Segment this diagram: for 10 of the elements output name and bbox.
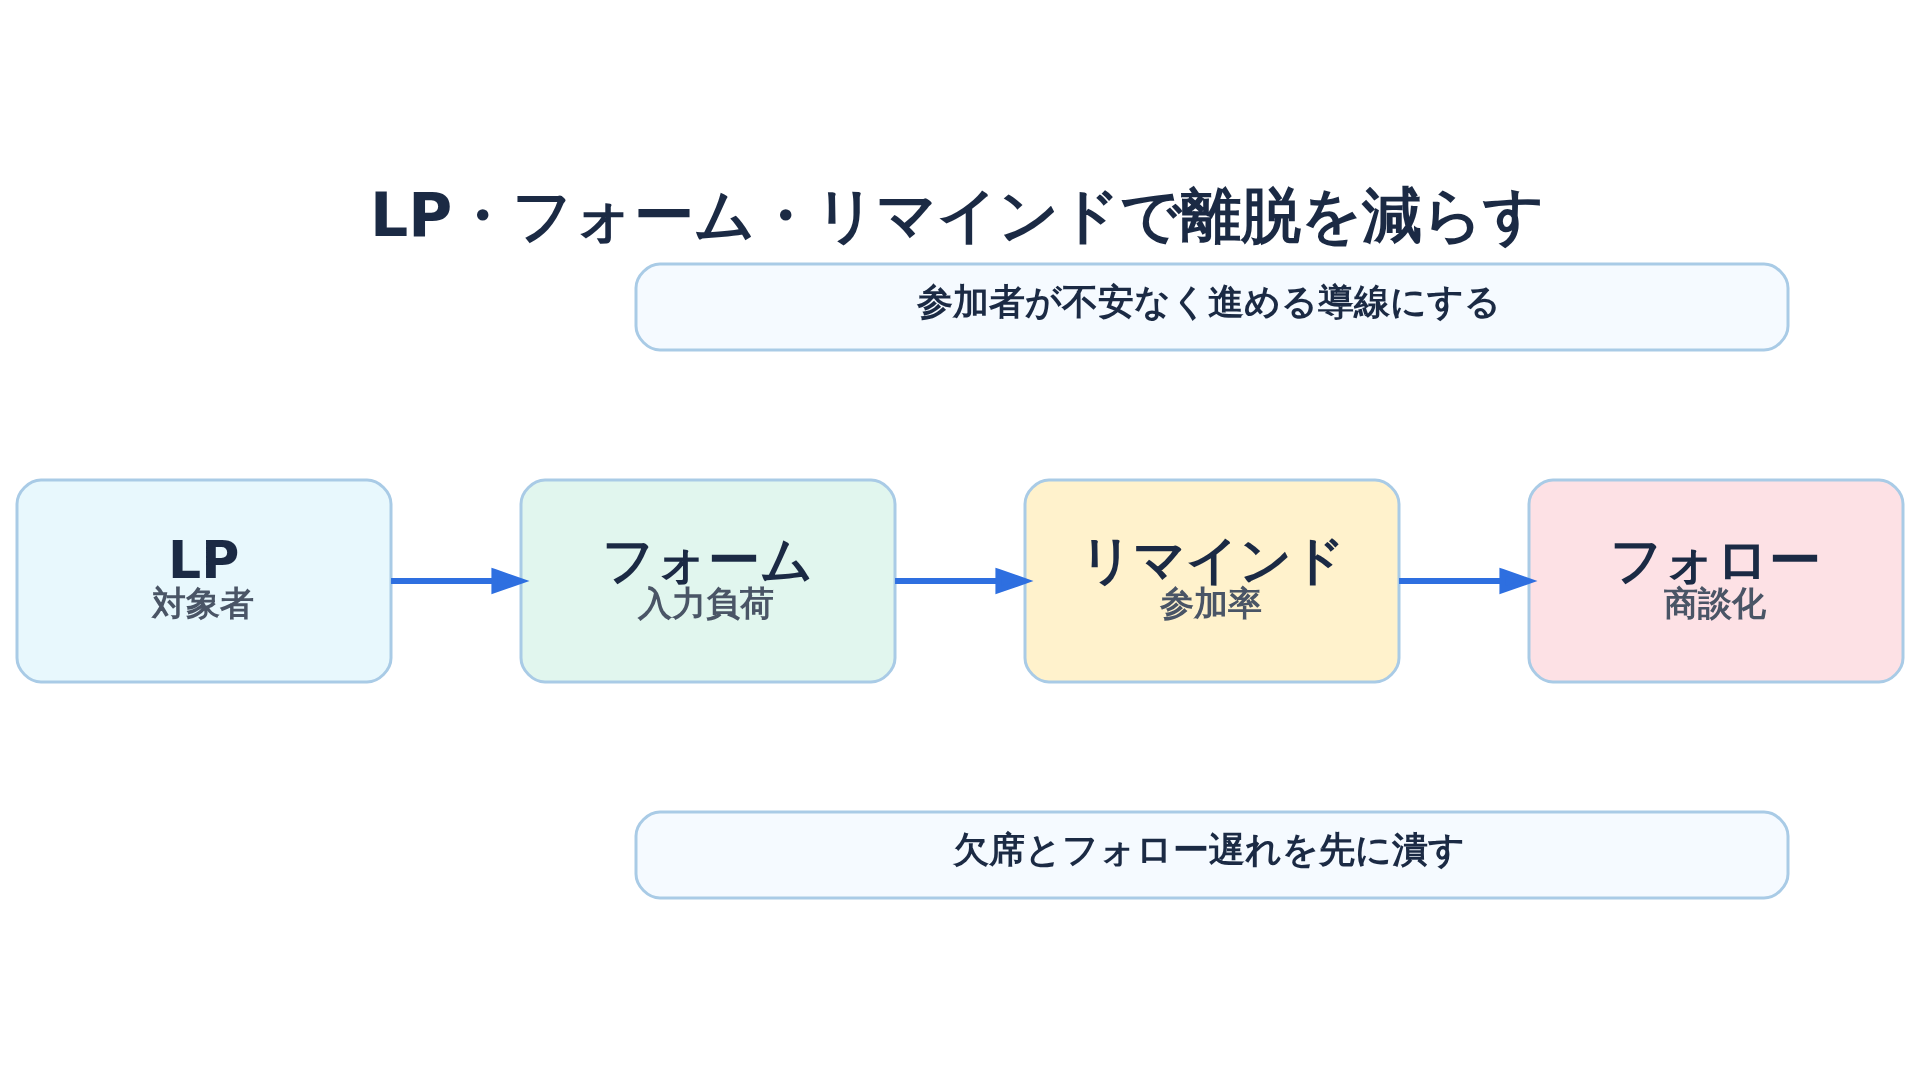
arrow — [391, 567, 530, 595]
node-box: リマインド 参加率 — [1023, 478, 1401, 684]
node-box: 参加者が不安なく進める導線にする — [634, 262, 1790, 352]
diagram-title: LP・フォーム・リマインドで離脱を減らす — [370, 180, 1545, 250]
node-box: 欠席とフォロー遅れを先に潰す — [634, 810, 1790, 900]
node-box: フォロー 商談化 — [1527, 478, 1905, 684]
arrow — [1399, 567, 1538, 595]
arrow — [895, 567, 1034, 595]
node-box: LP 対象者 — [15, 478, 393, 684]
node-box: フォーム 入力負荷 — [519, 478, 897, 684]
